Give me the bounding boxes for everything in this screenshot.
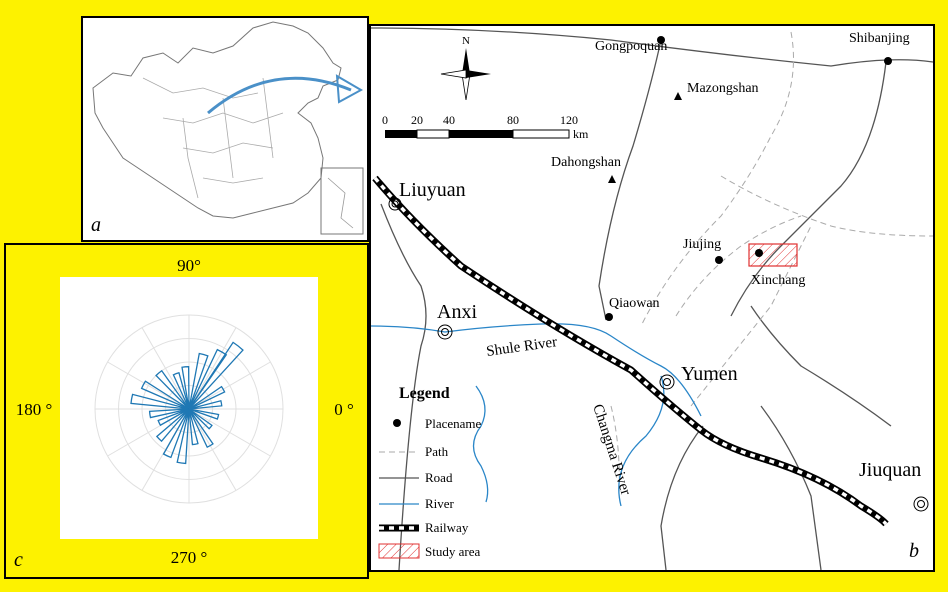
arrow-head-icon xyxy=(335,74,364,104)
panel-label-b: b xyxy=(909,540,919,562)
rose-petal xyxy=(188,341,244,410)
legend-placename: Placename xyxy=(425,416,482,431)
scale-tick-0: 0 xyxy=(382,113,388,127)
rose-petal xyxy=(130,393,190,410)
china-outline-map xyxy=(92,21,364,235)
rose-petal xyxy=(188,408,214,449)
rose-grid-spoke xyxy=(188,327,237,410)
label-dahongshan: Dahongshan xyxy=(551,155,621,170)
label-jiuquan: Jiuquan xyxy=(859,459,921,481)
label-qiaowan: Qiaowan xyxy=(609,296,660,311)
legend-study-area: Study area xyxy=(425,544,480,559)
label-liuyuan: Liuyuan xyxy=(399,179,466,201)
rose-petal xyxy=(162,408,190,459)
scale-tick-40: 40 xyxy=(443,113,455,127)
gongpoquan-dot xyxy=(657,36,665,44)
legend-railway: Railway xyxy=(425,520,469,535)
label-shibanjing: Shibanjing xyxy=(849,31,910,46)
panel-b-regional-map: N 0 20 40 80 120 km xyxy=(369,24,935,572)
legend-river: River xyxy=(425,496,455,511)
legend-title: Legend xyxy=(399,385,450,402)
qiaowan-dot xyxy=(605,313,613,321)
label-gongpoquan: Gongpoquan xyxy=(595,39,667,54)
legend-road: Road xyxy=(425,470,453,485)
label-0: 0 ° xyxy=(334,400,354,419)
label-270: 270 ° xyxy=(171,548,208,567)
rose-petal xyxy=(155,408,190,443)
scale-tick-120: 120 xyxy=(560,113,578,127)
label-mazongshan: Mazongshan xyxy=(687,81,759,96)
rose-grid-spoke xyxy=(188,408,237,491)
regional-map: N 0 20 40 80 120 km xyxy=(371,27,933,570)
rose-petal xyxy=(188,408,213,430)
label-180: 180 ° xyxy=(16,400,53,419)
panel-a-china-map: a xyxy=(81,16,369,242)
rose-grid-spoke xyxy=(141,327,190,410)
panel-c-rose-diagram: 90° 180 ° 0 ° 270 ° c xyxy=(4,243,369,579)
rose-grid-spoke xyxy=(107,361,190,410)
mazongshan-peak-icon xyxy=(674,92,682,100)
rose-petal xyxy=(188,352,209,410)
rose-petal xyxy=(148,408,190,419)
rose-petal xyxy=(181,366,190,410)
rose-petal xyxy=(140,380,190,410)
rose-petal xyxy=(188,408,199,446)
jiujing-dot xyxy=(715,256,723,264)
scale-tick-80: 80 xyxy=(507,113,519,127)
rose-diagram: 90° 180 ° 0 ° 270 ° xyxy=(16,256,354,567)
shibanjing-dot xyxy=(884,57,892,65)
rose-petal xyxy=(188,408,220,420)
dahongshan-peak-icon xyxy=(608,175,616,183)
legend-study-area-icon xyxy=(378,543,420,559)
study-area xyxy=(748,243,798,267)
legend: Legend Placename Path Road River Railway… xyxy=(378,385,482,559)
north-label: N xyxy=(462,35,470,47)
panel-label-a: a xyxy=(91,214,101,236)
label-anxi: Anxi xyxy=(437,301,477,323)
label-changma-river: Changma River xyxy=(589,402,633,497)
xinchang-dot xyxy=(755,249,763,257)
label-90: 90° xyxy=(177,256,201,275)
rose-grid-spoke xyxy=(188,361,271,410)
label-xinchang: Xinchang xyxy=(751,273,805,288)
rose-petal xyxy=(155,369,190,410)
rose-petal xyxy=(157,408,190,427)
legend-placename-icon xyxy=(393,419,401,427)
city-markers xyxy=(388,197,929,512)
scale-unit: km xyxy=(573,127,589,141)
roads xyxy=(371,27,933,570)
label-yumen: Yumen xyxy=(681,363,738,385)
panel-label-c: c xyxy=(14,549,23,571)
legend-path: Path xyxy=(425,444,449,459)
rose-petal xyxy=(176,408,190,465)
scale-bar: 0 20 40 80 120 km xyxy=(382,113,589,141)
arrow-line xyxy=(207,76,352,115)
north-arrow-icon: N xyxy=(440,35,491,101)
scale-tick-20: 20 xyxy=(411,113,423,127)
rose-petal xyxy=(188,385,226,410)
rose-petal xyxy=(188,399,223,410)
rose-petal xyxy=(188,348,228,410)
label-shule-river: Shule River xyxy=(485,334,558,360)
rose-grid-spoke xyxy=(188,408,271,457)
railway-dash xyxy=(373,176,888,526)
label-jiujing: Jiujing xyxy=(683,237,721,252)
rose-petal xyxy=(172,371,190,410)
